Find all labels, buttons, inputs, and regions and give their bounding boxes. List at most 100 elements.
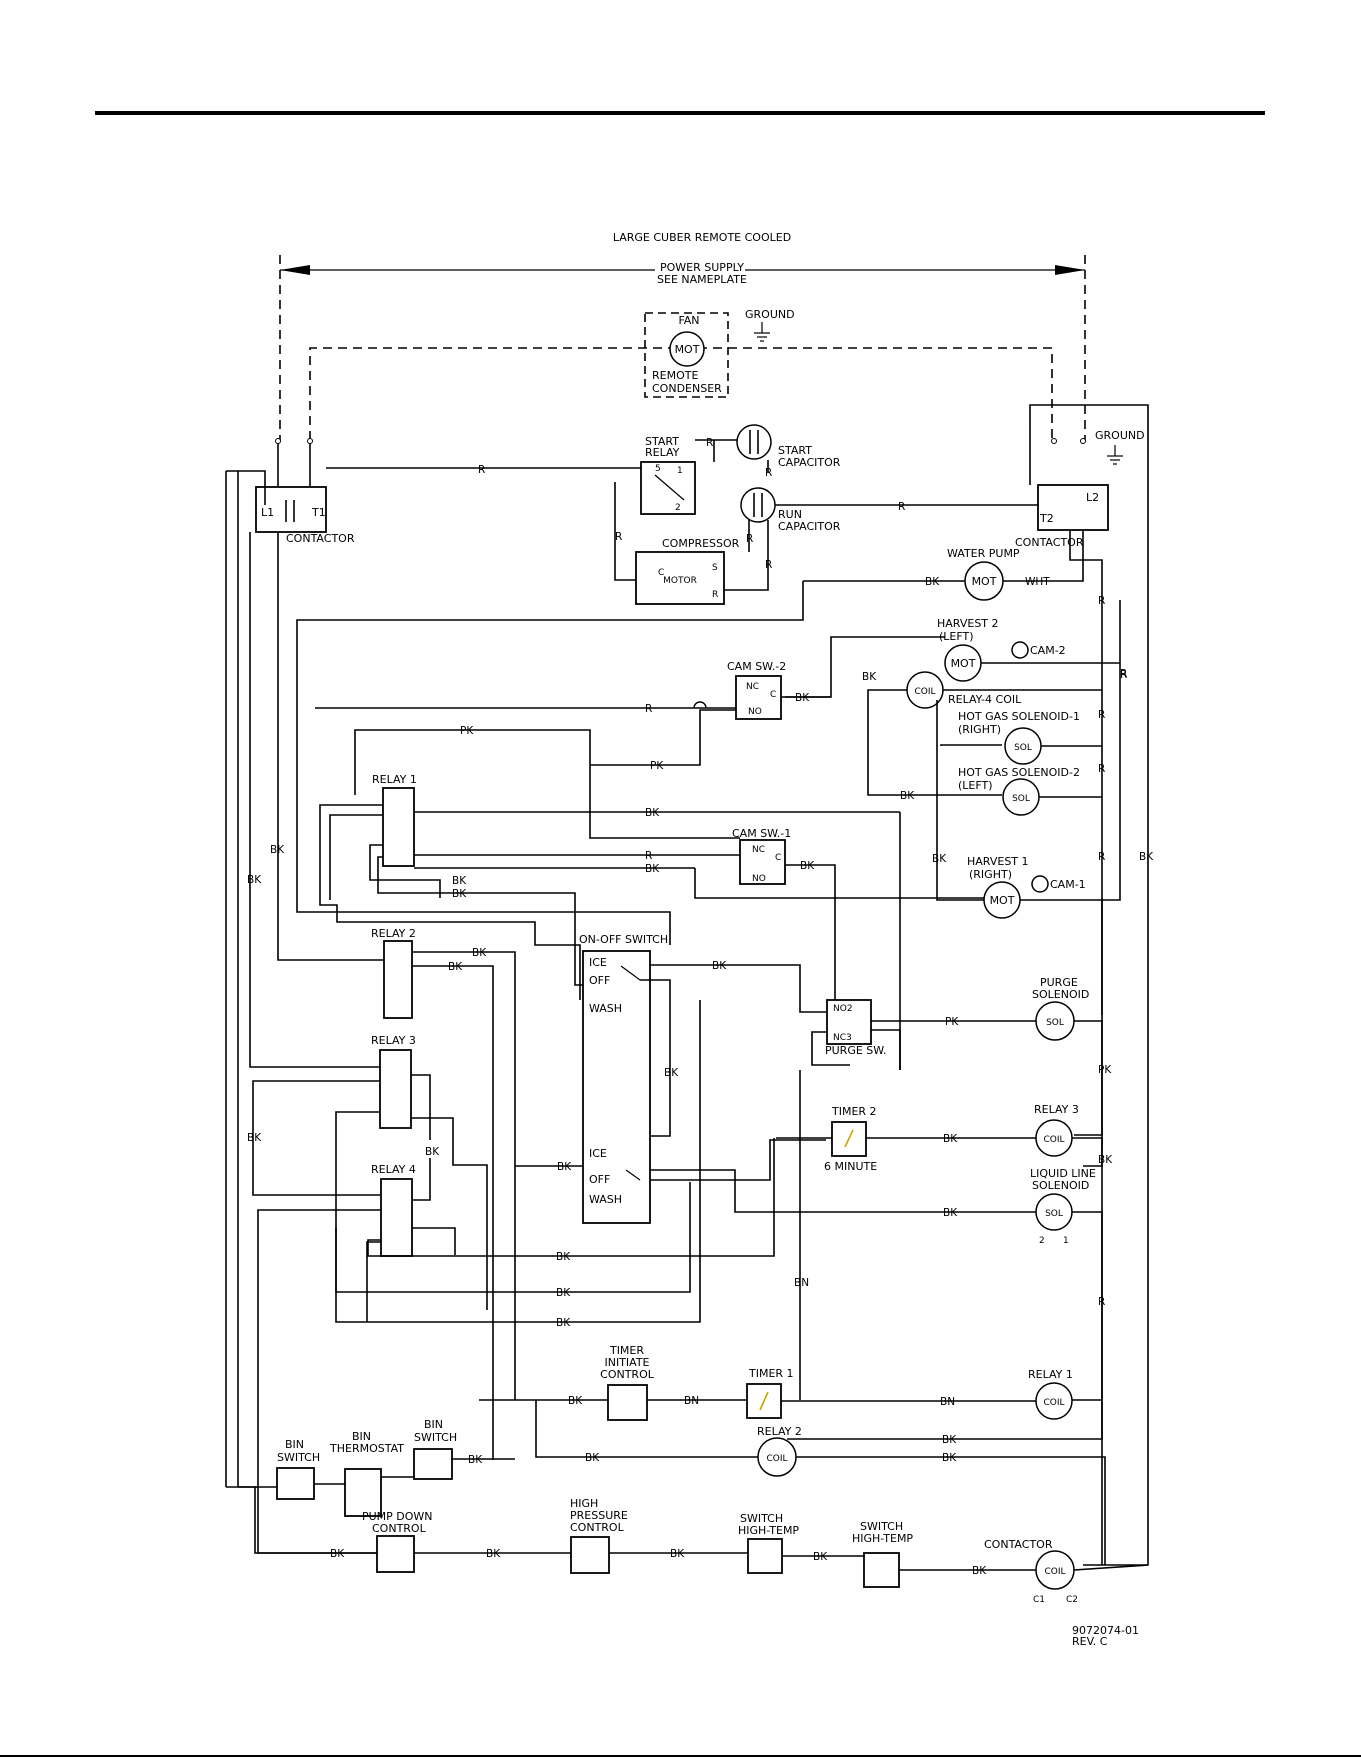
svg-text:BK: BK: [795, 692, 810, 704]
relay-2-label: RELAY 2: [371, 927, 416, 940]
run-capacitor-icon: [740, 487, 776, 523]
svg-text:BN: BN: [684, 1395, 699, 1407]
ground-right-label: GROUND: [1095, 429, 1145, 442]
svg-text:MOT: MOT: [675, 343, 700, 356]
svg-text:LIQUID LINE: LIQUID LINE: [1030, 1167, 1096, 1180]
svg-text:BK: BK: [556, 1251, 571, 1263]
svg-text:WHT: WHT: [1025, 576, 1050, 588]
svg-text:HIGH-TEMP: HIGH-TEMP: [852, 1532, 913, 1545]
svg-text:R: R: [1098, 1296, 1105, 1308]
svg-text:PURGE: PURGE: [1040, 976, 1078, 989]
svg-text:NC: NC: [752, 845, 765, 855]
svg-text:BN: BN: [940, 1396, 955, 1408]
fan-motor-icon: [669, 331, 705, 367]
svg-text:BK: BK: [568, 1395, 583, 1407]
svg-text:C: C: [770, 690, 776, 700]
svg-text:BK: BK: [900, 790, 915, 802]
svg-text:OFF: OFF: [589, 974, 610, 987]
svg-text:THERMOSTAT: THERMOSTAT: [329, 1442, 404, 1455]
cam1-icon: [1031, 875, 1049, 893]
svg-text:S: S: [712, 563, 718, 573]
svg-text:SWITCH: SWITCH: [860, 1520, 903, 1533]
water-pump-label: WATER PUMP: [947, 547, 1020, 560]
svg-text:C1: C1: [1033, 1595, 1045, 1605]
svg-text:RELAY 3: RELAY 3: [1034, 1103, 1079, 1116]
cam-switch-1-label: CAM SW.-1: [732, 827, 791, 840]
svg-text:BK: BK: [670, 1548, 685, 1560]
svg-text:CAM-2: CAM-2: [1030, 644, 1066, 657]
svg-text:TIMER: TIMER: [609, 1344, 644, 1357]
cam-switch-2-label: CAM SW.-2: [727, 660, 786, 673]
fan-label: FAN: [678, 314, 699, 327]
svg-text:BK: BK: [452, 888, 467, 900]
timer-1-label: TIMER 1: [748, 1367, 794, 1380]
high-temp-switch-2: [863, 1552, 900, 1588]
svg-text:BK: BK: [645, 807, 660, 819]
svg-text:MOT: MOT: [951, 657, 976, 670]
svg-text:PK: PK: [1098, 1064, 1112, 1076]
relay1-coil-icon: [1035, 1382, 1073, 1420]
bin-switch-1: [276, 1467, 315, 1500]
svg-text:BK: BK: [472, 947, 487, 959]
svg-text:RELAY 2: RELAY 2: [757, 1425, 802, 1438]
contactor-left: [255, 486, 327, 533]
svg-text:R: R: [1098, 851, 1105, 863]
svg-text:START: START: [645, 435, 679, 448]
cam-switch-2: [735, 675, 782, 720]
contactor-right: [1037, 484, 1109, 531]
svg-text:R: R: [712, 590, 718, 600]
compressor-label: COMPRESSOR: [662, 537, 740, 550]
svg-text:BK: BK: [972, 1565, 987, 1577]
svg-text:BK: BK: [1098, 1154, 1113, 1166]
svg-text:HARVEST 2: HARVEST 2: [937, 617, 999, 630]
svg-text:BK: BK: [942, 1452, 957, 1464]
svg-text:BIN: BIN: [424, 1418, 443, 1431]
start-relay: [640, 461, 696, 515]
svg-text:PK: PK: [650, 760, 664, 772]
svg-text:BN: BN: [794, 1277, 809, 1289]
svg-text:HOT GAS SOLENOID-2: HOT GAS SOLENOID-2: [958, 766, 1080, 779]
svg-text:HOT GAS SOLENOID-1: HOT GAS SOLENOID-1: [958, 710, 1080, 723]
svg-text:COIL: COIL: [766, 1454, 787, 1464]
svg-text:SWITCH: SWITCH: [740, 1512, 783, 1525]
svg-text:PUMP DOWN: PUMP DOWN: [362, 1510, 433, 1523]
svg-text:BIN: BIN: [352, 1430, 371, 1443]
svg-text:RELAY 1: RELAY 1: [1028, 1368, 1073, 1381]
svg-text:BK: BK: [712, 960, 727, 972]
high-pressure-control: [570, 1536, 610, 1574]
svg-text:WASH: WASH: [589, 1193, 622, 1206]
remote-condenser-box: [644, 312, 729, 398]
part-number: 9072074-01: [1072, 1624, 1139, 1637]
svg-text:T1: T1: [311, 506, 326, 519]
svg-text:HIGH-TEMP: HIGH-TEMP: [738, 1524, 799, 1537]
svg-text:ICE: ICE: [589, 956, 607, 969]
svg-text:WASH: WASH: [589, 1002, 622, 1015]
svg-text:R: R: [645, 850, 652, 862]
svg-text:BK: BK: [448, 961, 463, 973]
compressor: [635, 551, 725, 605]
svg-text:MOT: MOT: [990, 894, 1015, 907]
relay-3-label: RELAY 3: [371, 1034, 416, 1047]
svg-text:BK: BK: [556, 1287, 571, 1299]
svg-text:C: C: [775, 853, 781, 863]
bin-switch-2: [413, 1448, 453, 1480]
svg-text:INITIATE: INITIATE: [604, 1356, 649, 1369]
remote-label: REMOTE: [652, 369, 698, 382]
svg-text:BIN: BIN: [285, 1438, 304, 1451]
svg-text:BK: BK: [800, 860, 815, 872]
start-capacitor-icon: [736, 424, 772, 460]
svg-text:NO: NO: [748, 707, 762, 717]
svg-text:COIL: COIL: [1043, 1135, 1064, 1145]
svg-text:HIGH: HIGH: [570, 1497, 598, 1510]
svg-text:NC3: NC3: [833, 1033, 852, 1043]
pump-down-control: [376, 1535, 415, 1573]
svg-text:PK: PK: [945, 1016, 959, 1028]
svg-text:SWITCH: SWITCH: [277, 1451, 320, 1464]
svg-text:BK: BK: [425, 1146, 440, 1158]
svg-text:R: R: [765, 467, 772, 479]
svg-text:BK: BK: [270, 844, 285, 856]
svg-text:COIL: COIL: [1043, 1398, 1064, 1408]
svg-text:R: R: [706, 437, 713, 449]
svg-text:ICE: ICE: [589, 1147, 607, 1160]
svg-text:MOT: MOT: [972, 575, 997, 588]
